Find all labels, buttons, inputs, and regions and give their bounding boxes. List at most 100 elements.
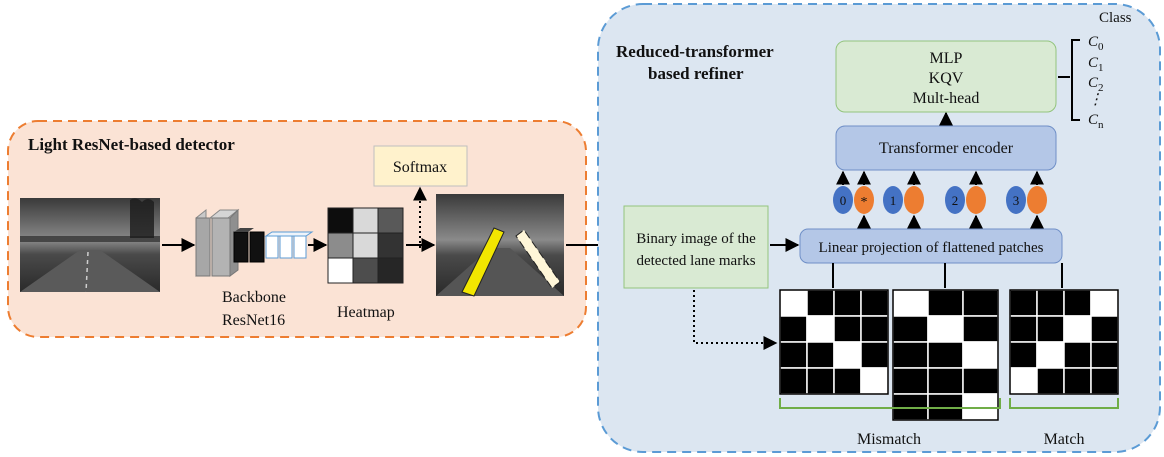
patch-outline	[1009, 289, 1119, 395]
patch-cell	[860, 367, 889, 395]
refiner-title-line1: Reduced-transformer	[616, 42, 774, 61]
patch-outline	[779, 289, 889, 395]
backbone-label-line2: ResNet16	[222, 312, 285, 329]
patch-cell	[779, 289, 808, 317]
patch-cell	[779, 367, 808, 395]
binary-image-label-line2: detected lane marks	[636, 253, 755, 269]
patch-cell	[860, 341, 889, 369]
patch-cell	[1063, 367, 1092, 395]
patch-cell	[1036, 341, 1065, 369]
heatmap-cell	[377, 207, 404, 234]
detector-title: Light ResNet-based detector	[28, 135, 235, 154]
match-label: Match	[1044, 431, 1085, 448]
patch-cell	[1090, 367, 1119, 395]
position-token	[1006, 186, 1026, 214]
class-header: Class	[1099, 10, 1132, 26]
patch-cell	[962, 289, 999, 317]
linear-projection-label: Linear projection of flattened patches	[819, 240, 1044, 256]
patch-cell	[892, 367, 929, 395]
patch-cell	[927, 341, 964, 369]
patch-cell	[892, 315, 929, 343]
binary-image-label-line1: Binary image of the	[636, 231, 756, 247]
patch-cell	[806, 367, 835, 395]
position-token-label: 1	[890, 193, 897, 208]
input-road-image	[20, 198, 160, 293]
position-token-label: 0	[840, 193, 847, 208]
binary-image-box	[623, 205, 769, 289]
patch-cell	[927, 367, 964, 395]
patch-cell	[833, 367, 862, 395]
patch-embedding-token	[904, 186, 924, 214]
class-bracket	[1071, 39, 1080, 121]
class-token-star: *	[861, 195, 868, 210]
mlp-box	[835, 40, 1057, 113]
mismatch-label: Mismatch	[857, 431, 921, 448]
mismatch-matrix-1	[779, 289, 889, 395]
heatmap-cell	[327, 207, 354, 234]
backbone-label-line1: Backbone	[222, 289, 286, 306]
heatmap-cell	[352, 257, 379, 284]
patch-cell	[833, 289, 862, 317]
patch-embedding-token	[854, 186, 874, 214]
heatmap-grid	[327, 207, 404, 284]
backbone-blocks	[195, 208, 314, 277]
patch-cell	[1090, 289, 1119, 317]
patch-cell	[779, 315, 808, 343]
patch-cell	[860, 289, 889, 317]
position-token	[883, 186, 903, 214]
mismatch-bracket	[779, 398, 1001, 409]
patch-cell	[962, 341, 999, 369]
patch-cell	[1009, 289, 1038, 317]
patch-embedding-token	[1027, 186, 1047, 214]
transformer-encoder-label: Transformer encoder	[879, 140, 1014, 157]
patch-cell	[1009, 367, 1038, 395]
patch-cell	[833, 315, 862, 343]
patch-cell	[806, 341, 835, 369]
patch-cell	[1090, 341, 1119, 369]
patch-cell	[1063, 289, 1092, 317]
patch-embedding-token	[966, 186, 986, 214]
patch-cell	[806, 289, 835, 317]
linear-projection-box	[799, 228, 1063, 264]
position-token	[945, 186, 965, 214]
patch-cell	[1063, 341, 1092, 369]
patch-cell	[1063, 315, 1092, 343]
heatmap-cell	[352, 232, 379, 259]
match-bracket	[1009, 398, 1119, 409]
lane-mark-white	[515, 229, 561, 289]
heatmap-label: Heatmap	[337, 304, 395, 321]
heatmap-cell	[377, 232, 404, 259]
patch-outline	[892, 289, 999, 421]
patch-cell	[1009, 315, 1038, 343]
patch-cell	[927, 315, 964, 343]
patch-cell	[779, 341, 808, 369]
heatmap-cell	[327, 257, 354, 284]
position-token	[833, 186, 853, 214]
match-matrix	[1009, 289, 1119, 395]
mlp-label-line3: Mult-head	[913, 90, 980, 107]
patch-cell	[1036, 289, 1065, 317]
patch-cell	[1036, 315, 1065, 343]
patch-cell	[1090, 315, 1119, 343]
mlp-label-line2: KQV	[929, 70, 964, 87]
token-row: 0 * 1 2 3	[833, 170, 1047, 229]
lane-mark-yellow	[461, 227, 505, 297]
mismatch-matrix-2	[892, 289, 999, 421]
patch-cell	[962, 315, 999, 343]
patch-cell	[860, 315, 889, 343]
patch-cell	[833, 341, 862, 369]
heatmap-cell	[352, 207, 379, 234]
patch-cell	[1009, 341, 1038, 369]
patch-cell	[806, 315, 835, 343]
softmax-label: Softmax	[393, 159, 447, 176]
detected-lane-image	[436, 194, 564, 297]
position-token-label: 3	[1013, 193, 1020, 208]
refiner-title-line2: based refiner	[648, 64, 744, 83]
patch-cell	[962, 367, 999, 395]
softmax-box	[373, 145, 468, 187]
transformer-encoder-box	[835, 125, 1057, 171]
patch-cell	[892, 341, 929, 369]
position-token-label: 2	[952, 193, 959, 208]
class-item: ⋮	[1088, 92, 1103, 108]
